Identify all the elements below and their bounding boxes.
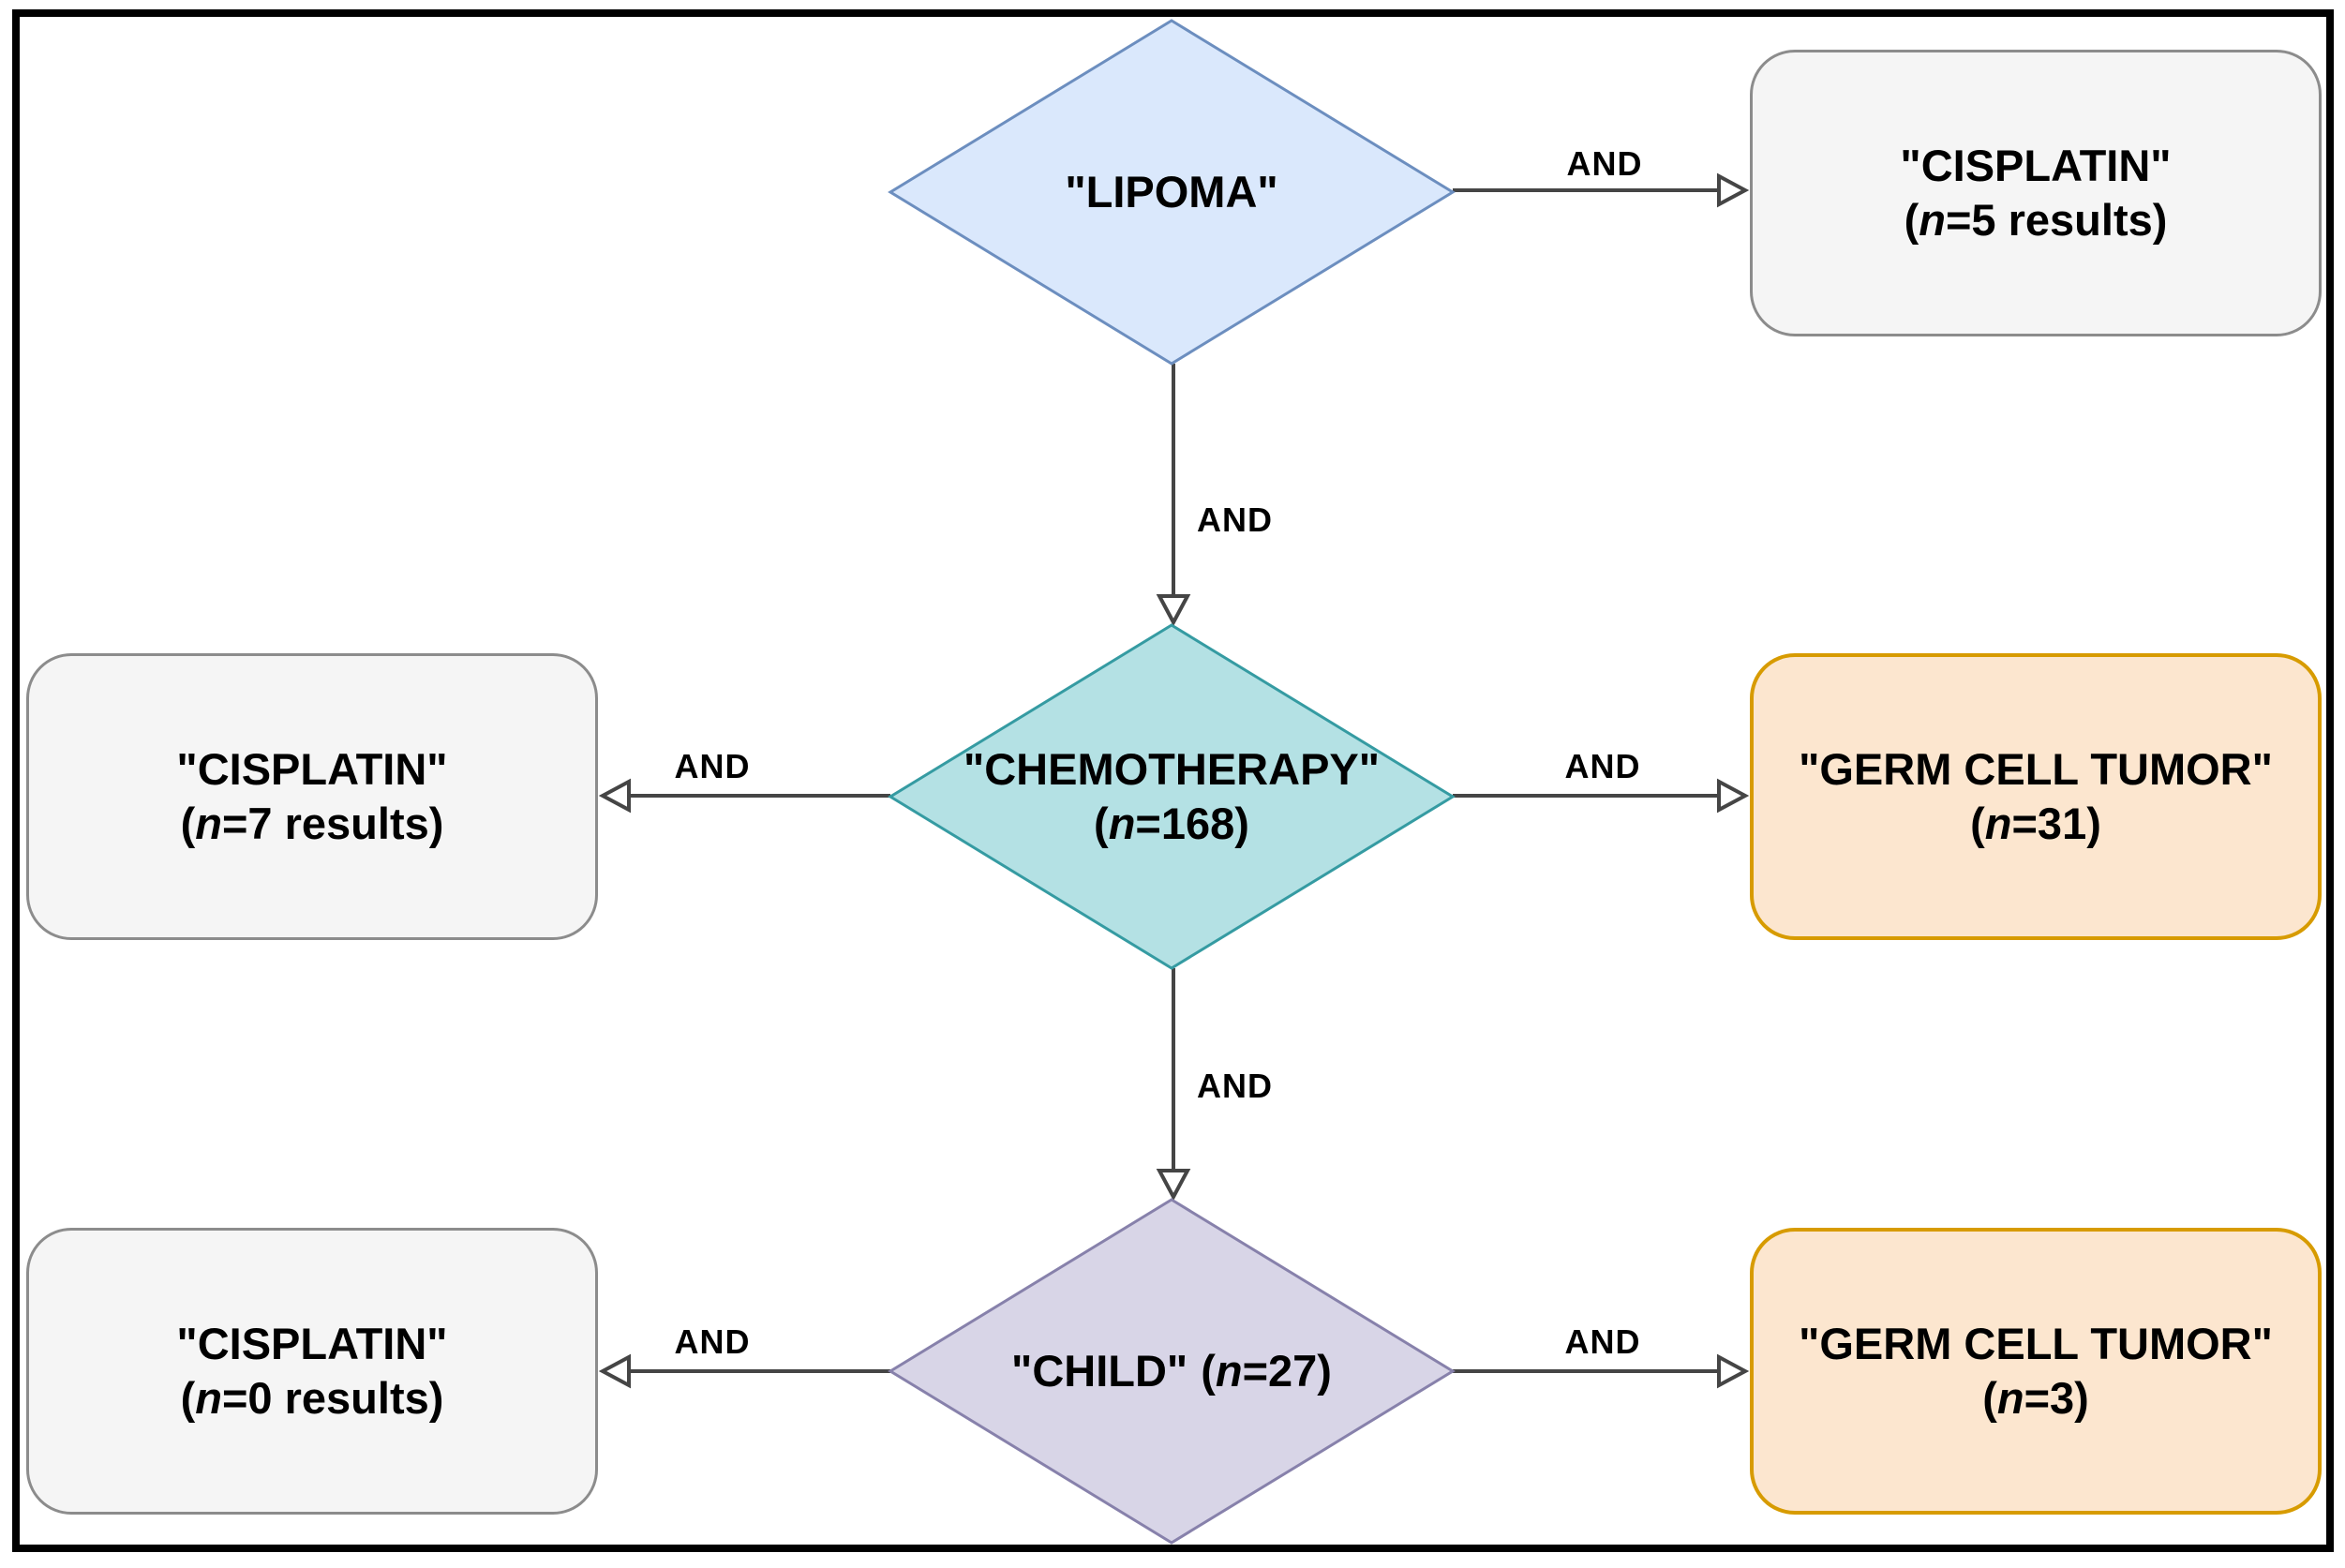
- node-label-cisplatin-n5: "CISPLATIN" (n=5 results): [1750, 50, 2322, 336]
- node-count: (n=27): [1201, 1346, 1332, 1396]
- node-count: (n=168): [1094, 799, 1249, 848]
- terminal-box-germ-cell-tumor-n31: [1750, 653, 2322, 940]
- terminal-box-cisplatin-n7: [26, 653, 598, 940]
- edge-child-to-germ-cell-tumor-n3: [1453, 1353, 1750, 1389]
- edge-chemotherapy-to-germ-cell-tumor-n31: [1453, 778, 1750, 814]
- node-title: "GERM CELL TUMOR": [1799, 1319, 2273, 1368]
- diamond-chemotherapy: [888, 623, 1456, 970]
- edge-lipoma-to-chemotherapy: [1156, 364, 1191, 627]
- edge-label-and-1: AND: [1566, 144, 1643, 183]
- node-label-germ-cell-tumor-n3: "GERM CELL TUMOR" (n=3): [1750, 1228, 2322, 1515]
- edge-child-to-cisplatin-n0: [598, 1353, 890, 1389]
- terminal-box-cisplatin-n0: [26, 1228, 598, 1515]
- node-count: (n=5 results): [1904, 195, 2168, 245]
- edge-label-and-5: AND: [1197, 1067, 1273, 1105]
- arrowhead-down-icon: [1156, 594, 1191, 627]
- node-title: "CISPLATIN": [176, 744, 448, 794]
- edge-label-and-4: AND: [1564, 747, 1641, 785]
- diamond-lipoma: [888, 19, 1456, 366]
- arrowhead-right-icon: [1717, 778, 1750, 814]
- node-count: (n=7 results): [180, 799, 444, 848]
- edge-label-and-3: AND: [674, 747, 751, 785]
- node-count: (n=31): [1970, 799, 2101, 848]
- arrowhead-left-icon: [598, 1353, 631, 1389]
- node-title: "CISPLATIN": [1900, 141, 2172, 190]
- node-label-germ-cell-tumor-n31: "GERM CELL TUMOR" (n=31): [1750, 653, 2322, 940]
- edge-chemotherapy-to-cisplatin-n7: [598, 778, 890, 814]
- edge-lipoma-to-cisplatin-n5: [1453, 172, 1750, 208]
- node-title: "LIPOMA": [1065, 167, 1278, 217]
- node-label-lipoma: "LIPOMA": [890, 21, 1453, 364]
- edge-label-and-2: AND: [1197, 500, 1273, 539]
- node-title: "CHILD": [1011, 1346, 1188, 1396]
- terminal-box-cisplatin-n5: [1750, 50, 2322, 336]
- node-title: "CISPLATIN": [176, 1319, 448, 1368]
- terminal-box-germ-cell-tumor-n3: [1750, 1228, 2322, 1515]
- edge-chemotherapy-to-child: [1156, 968, 1191, 1202]
- node-label-cisplatin-n0: "CISPLATIN" (n=0 results): [26, 1228, 598, 1515]
- node-title: "GERM CELL TUMOR": [1799, 744, 2273, 794]
- edge-label-and-6: AND: [674, 1322, 751, 1361]
- edge-label-and-7: AND: [1564, 1322, 1641, 1361]
- node-count: (n=0 results): [180, 1373, 444, 1423]
- node-label-chemotherapy: "CHEMOTHERAPY" (n=168): [890, 625, 1453, 968]
- arrowhead-right-icon: [1717, 172, 1750, 208]
- arrowhead-right-icon: [1717, 1353, 1750, 1389]
- node-title: "CHEMOTHERAPY": [963, 744, 1381, 794]
- arrowhead-down-icon: [1156, 1169, 1191, 1202]
- node-count: (n=3): [1982, 1373, 2089, 1423]
- node-label-child: "CHILD" (n=27): [890, 1200, 1453, 1543]
- arrowhead-left-icon: [598, 778, 631, 814]
- node-label-cisplatin-n7: "CISPLATIN" (n=7 results): [26, 653, 598, 940]
- diamond-child: [888, 1198, 1456, 1545]
